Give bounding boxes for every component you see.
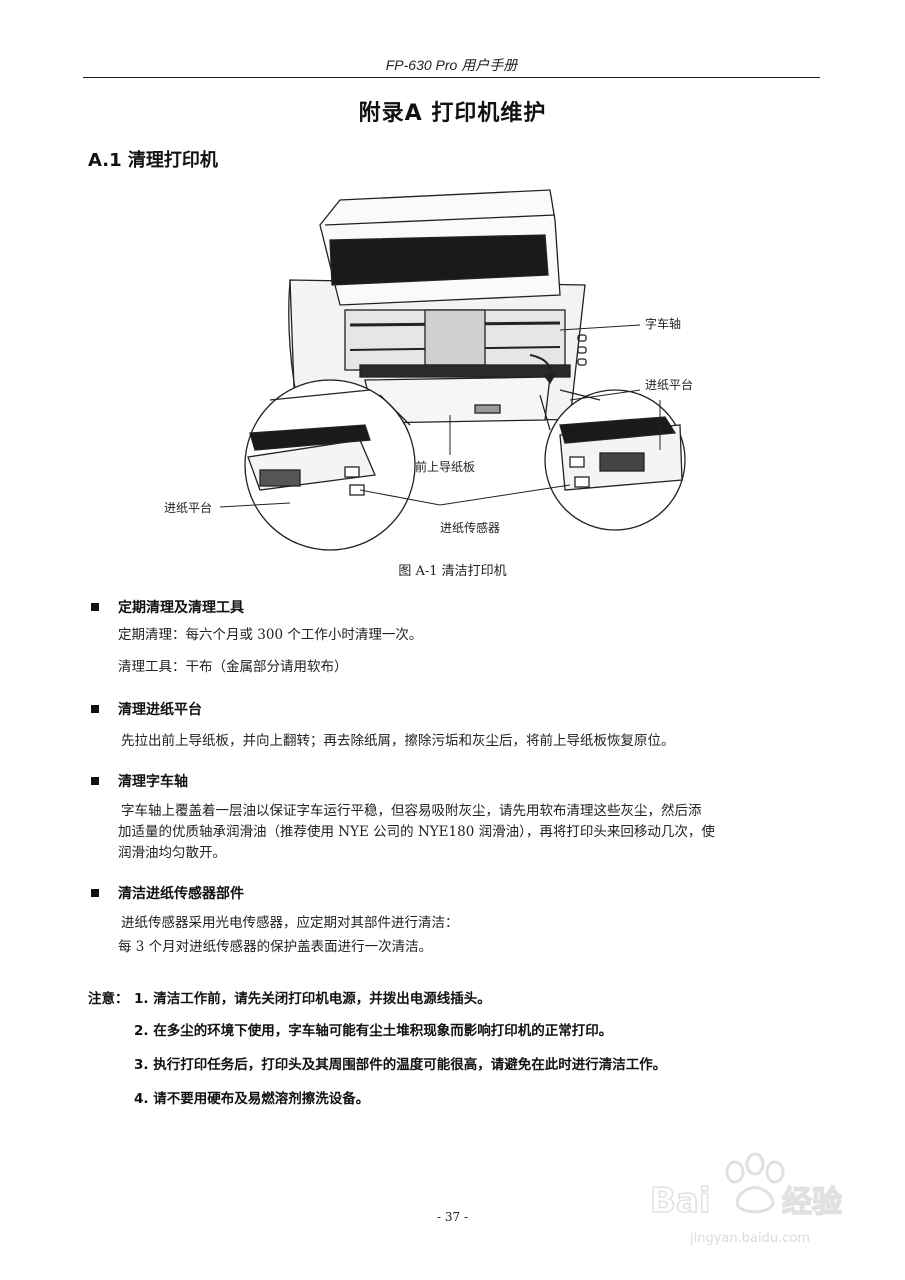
bullet-title: 清理字车轴 [118, 774, 188, 790]
note-item: 4. 请不要用硬布及易燃溶剂擦洗设备。 [134, 1091, 370, 1107]
bullet-heading: 定期清理及清理工具 [91, 597, 244, 617]
callout-carriage-shaft: 字车轴 [645, 316, 681, 331]
note-label: 注意： [88, 991, 129, 1007]
note-item: 2. 在多尘的环境下使用，字车轴可能有尘土堆积现象而影响打印机的正常打印。 [134, 1023, 613, 1039]
callout-feed-platform-left: 进纸平台 [164, 500, 212, 515]
body-line: 每 3 个月对进纸传感器的保护盖表面进行一次清洁。 [118, 939, 433, 955]
section-title: A.1 清理打印机 [88, 150, 218, 171]
bullet-square-icon [91, 889, 99, 897]
callout-front-guide: 前上导纸板 [415, 459, 475, 474]
callout-feed-sensor: 进纸传感器 [440, 520, 500, 535]
bullet-heading: 清理字车轴 [91, 771, 188, 791]
svg-text:Bai: Bai [650, 1181, 711, 1221]
body-line: 润滑油均匀散开。 [118, 845, 226, 861]
page-number: - 37 - [436, 1210, 468, 1224]
figure-caption: 图 A-1 清洁打印机 [398, 564, 507, 579]
bullet-square-icon [91, 705, 99, 713]
baidu-paw-logo: Bai 经验 jingyan.baidu.com [649, 1152, 843, 1246]
bullet-square-icon [91, 603, 99, 611]
bullet-title: 清理进纸平台 [118, 702, 202, 718]
bullet-title: 定期清理及清理工具 [118, 600, 244, 616]
callout-feed-platform-right: 进纸平台 [645, 377, 693, 392]
bullet-square-icon [91, 777, 99, 785]
body-line: 先拉出前上导纸板，并向上翻转；再去除纸屑，擦除污垢和灰尘后，将前上导纸板恢复原位… [121, 733, 675, 749]
body-line: 定期清理：每六个月或 300 个工作小时清理一次。 [118, 627, 423, 643]
header-rule [83, 77, 820, 78]
body-line: 进纸传感器采用光电传感器，应定期对其部件进行清洁： [121, 915, 459, 931]
note-item: 3. 执行打印任务后，打印头及其周围部件的温度可能很高，请避免在此时进行清洁工作… [134, 1057, 667, 1073]
svg-text:经验: 经验 [782, 1185, 842, 1220]
printer-illustration: 字车轴 进纸平台 前上导纸板 进纸平台 进纸传感器 [164, 189, 693, 551]
printer-figure: 字车轴 进纸平台 前上导纸板 进纸平台 进纸传感器 [160, 185, 720, 555]
body-line: 加适量的优质轴承润滑油（推荐使用 NYE 公司的 NYE180 润滑油），再将打… [118, 824, 715, 840]
body-line: 字车轴上覆盖着一层油以保证字车运行平稳，但容易吸附灰尘，请先用软布清理这些灰尘，… [121, 803, 702, 819]
bullet-heading: 清理进纸平台 [91, 699, 202, 719]
baidu-watermark: Bai 经验 jingyan.baidu.com [640, 1150, 855, 1250]
running-header: FP-630 Pro 用户手册 [385, 57, 518, 73]
bullet-heading: 清洁进纸传感器部件 [91, 883, 244, 903]
watermark-url: jingyan.baidu.com [689, 1231, 810, 1246]
chapter-title: 附录A 打印机维护 [358, 101, 547, 126]
bullet-title: 清洁进纸传感器部件 [118, 886, 244, 902]
body-line: 清理工具：干布（金属部分请用软布） [118, 659, 348, 675]
note-item: 1. 清洁工作前，请先关闭打印机电源，并拨出电源线插头。 [134, 991, 491, 1007]
